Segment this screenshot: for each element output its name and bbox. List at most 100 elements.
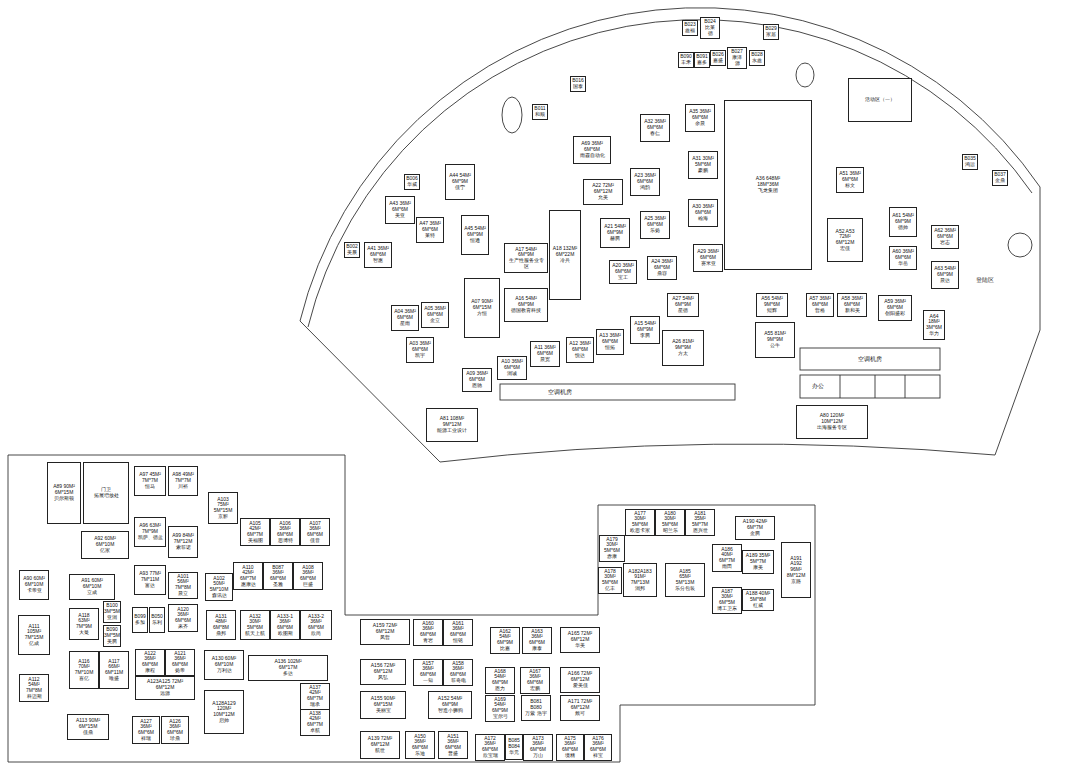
- booth-text: A108 36M²: [296, 565, 320, 577]
- stair-symbol: [1008, 233, 1032, 257]
- booth-text: 恩兴世: [693, 528, 708, 534]
- booth-text: 鸿运: [965, 162, 975, 168]
- booth-text: A133-1 36M²: [273, 614, 297, 626]
- booth-text: 方太: [678, 351, 688, 357]
- booth-text: A181 35M²: [688, 511, 712, 523]
- booth-box: A168 54M²6M*9M恩力: [485, 667, 515, 694]
- booth-box: B087 36M²6M*6M圣雅: [263, 562, 293, 590]
- booth-text: 莱特: [425, 233, 435, 239]
- service-corridor: [800, 348, 940, 370]
- booth-box: A18565M²5M*13M乐分包装: [665, 563, 705, 597]
- booth-text: A191 A192: [784, 556, 808, 568]
- booth-box: A155 90M²6M*15M美丽宝: [360, 691, 406, 719]
- booth-text: A187 30M²: [715, 589, 739, 601]
- booth-text: 大曼: [79, 630, 89, 636]
- booth-text: A169 54M²: [488, 697, 512, 709]
- booth-text: 德帅: [898, 225, 908, 231]
- area-label: 办公: [811, 383, 825, 390]
- booth-text: 方恒: [477, 311, 487, 317]
- booth-text: 美丽宝: [376, 708, 391, 714]
- booth-text: B087 36M²: [266, 565, 290, 577]
- booth-box: A93 77M²7M*11M富达: [134, 565, 166, 595]
- booth-box: A160 36M²6M*6M青岩: [413, 619, 443, 646]
- booth-box: B002美辰: [344, 242, 360, 258]
- booth-text: 智惠: [373, 258, 383, 264]
- booth-text: A167 36M²: [523, 669, 547, 681]
- booth-text: 润诚: [507, 371, 517, 377]
- booth-text: A138 42M²: [303, 711, 327, 723]
- booth-box: B011和顺: [532, 104, 548, 120]
- booth-text: 标文: [845, 183, 855, 189]
- booth-box: A24 36M²6M*6M鼎容: [647, 256, 677, 280]
- booth-text: 创阳盛彩: [885, 311, 905, 317]
- room-wall: [875, 375, 876, 398]
- booth-text: A122 36M²: [138, 651, 162, 663]
- booth-text: 扬帝: [175, 668, 185, 674]
- area-label: 空调机房: [547, 389, 573, 396]
- booth-text: 普盛: [448, 751, 458, 757]
- booth-box: A131 48M²6M*8M鼎邦: [206, 610, 236, 640]
- booth-text: 菲奇电: [451, 678, 466, 684]
- booth-text: 新和美: [845, 308, 860, 314]
- booth-box: A97 45M²7M*7M恒马: [134, 466, 166, 496]
- booth-text: 瑞承: [310, 702, 320, 708]
- booth-text: 来齐: [178, 624, 188, 630]
- booth-text: 恒马: [145, 484, 155, 490]
- booth-text: 晨宽: [540, 357, 550, 363]
- booth-text: 康美: [753, 565, 763, 571]
- booth-box: A117 66M²6M*11M唯盛: [99, 651, 129, 689]
- booth-box: A138 42M²6M*7M卓航: [300, 709, 330, 736]
- booth-box: A139 72M²6M*12M航世: [360, 731, 400, 759]
- booth-text: 川裕: [178, 484, 188, 490]
- booth-text: 欧图斯: [278, 631, 293, 637]
- booth-box: A103 75M²5M*15M京影: [208, 492, 238, 524]
- booth-text: A162 54M²: [493, 629, 517, 641]
- booth-text: 亿家: [100, 548, 110, 554]
- booth-text: 公牛: [770, 343, 780, 349]
- booth-box: A122 36M²6M*6M康程: [135, 649, 165, 676]
- booth-box: A169 54M²6M*9M宝尔弓: [485, 695, 515, 722]
- booth-text: A126 36M²: [164, 719, 186, 731]
- booth-box: A157 36M²6M*6M一知: [413, 659, 443, 686]
- booth-box: A126 36M²6M*6M珍鼎: [161, 716, 189, 744]
- booth-box: A21 54M²6M*9M赫腾: [600, 218, 630, 248]
- booth-box: A111 105M²7M*15M亿成: [18, 615, 50, 655]
- booth-text: A127 36M²: [135, 719, 157, 731]
- booth-box: A130 60M²6M*10M万利达: [204, 650, 244, 680]
- booth-text: 恒拓: [605, 345, 615, 351]
- booth-box: A30 36M²6M*6M翰海: [688, 199, 718, 227]
- booth-text: 思博特: [278, 538, 293, 544]
- booth-text: 亿成: [29, 641, 39, 647]
- booth-box: A101 56M²7M*8M晨立: [168, 572, 198, 599]
- booth-text: 嘉多: [697, 60, 707, 66]
- booth-box: A25 36M²6M*6M乐扬: [640, 211, 670, 239]
- booth-box: A118 63M²7M*9M大曼: [69, 608, 99, 640]
- booth-box: A137 42M²6M*7M瑞承: [300, 683, 330, 710]
- booth-text: 宝工: [618, 275, 628, 281]
- booth-box: A107 36M²6M*6M佳音: [300, 518, 330, 546]
- booth-box: A108 36M²6M*6M巨盛: [293, 562, 323, 590]
- booth-text: 昭兰乐: [663, 528, 678, 534]
- stair-symbol: [796, 63, 814, 87]
- booth-text: 戴可: [575, 711, 585, 717]
- booth-text: A52 A53 72M²: [830, 229, 860, 241]
- booth-box: B090丰禾: [678, 52, 694, 68]
- booth-box: A159 72M²6M*12M凤哲: [360, 619, 410, 645]
- booth-box: 门卫拓展增放处: [83, 462, 129, 524]
- booth-text: 境精: [565, 753, 575, 759]
- booth-box: A151 36M²6M*6M普盛: [438, 731, 468, 759]
- booth-box: A26 81M²9M*9M方太: [662, 330, 704, 366]
- booth-text: 活动区（一）: [865, 97, 895, 103]
- booth-text: A102 50M²: [208, 576, 230, 588]
- service-rooms: [800, 375, 940, 398]
- booth-box: A128A129 120M²10M*12M启帅: [204, 690, 244, 734]
- area-label: 登陆区: [975, 277, 995, 284]
- booth-box: A18 132M²6M*22M冷兵: [549, 210, 581, 300]
- booth-text: 哲格: [815, 308, 825, 314]
- booth-box: A17 54M²6M*9M生产性服务业专区: [504, 243, 548, 273]
- booth-text: 星雨: [400, 321, 410, 327]
- booth-box: A121 36M²6M*6M扬帝: [165, 649, 195, 676]
- booth-text: 晨立: [178, 591, 188, 597]
- booth-box: A91 60M²6M*10M立成: [69, 574, 115, 600]
- booth-box: A15 54M²6M*9M李腾: [630, 316, 660, 344]
